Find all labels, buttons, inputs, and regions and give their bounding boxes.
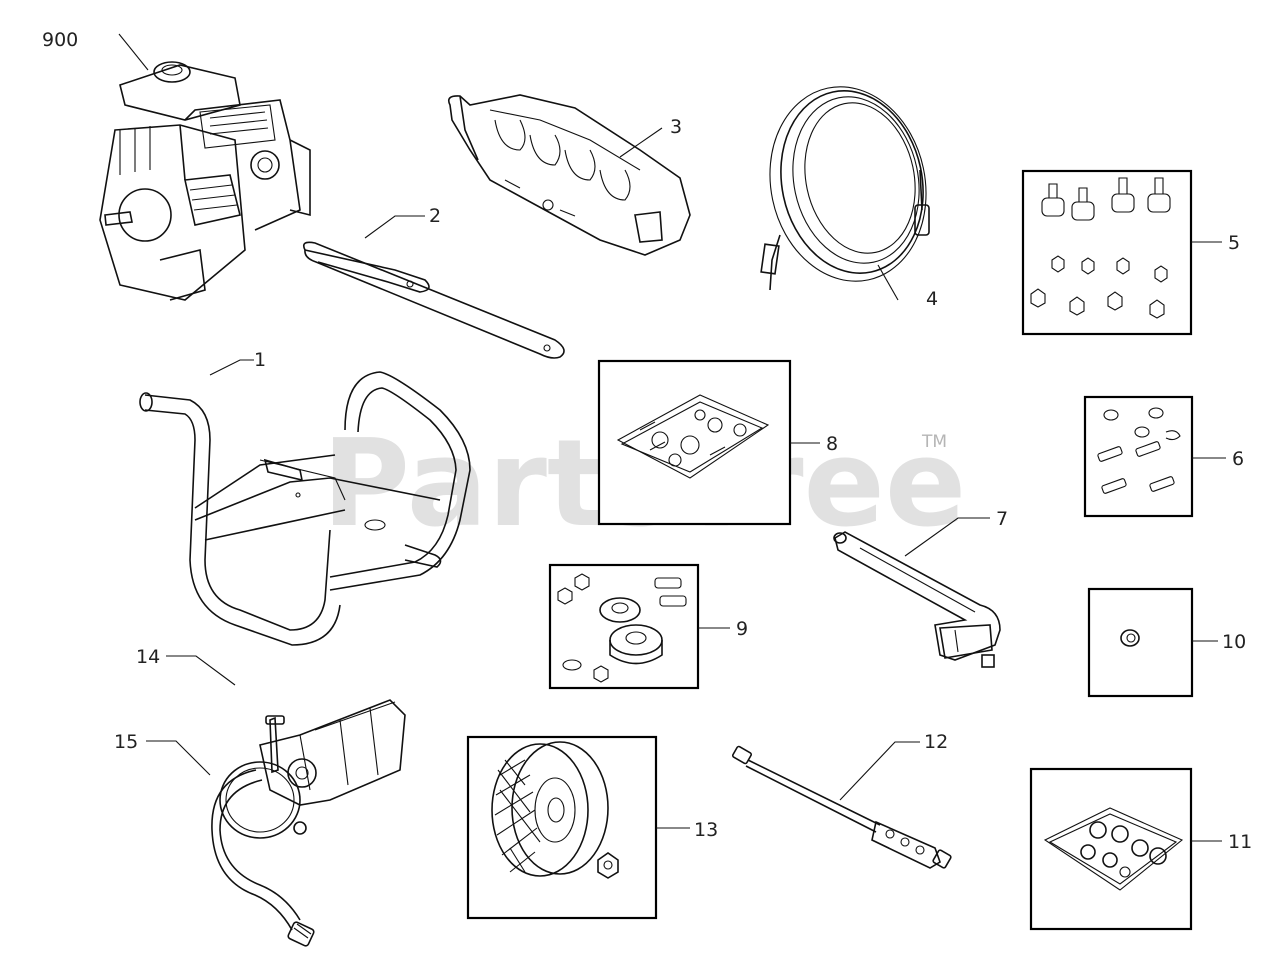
callout-10[interactable]: 10 <box>1222 631 1246 653</box>
callout-13[interactable]: 13 <box>694 819 718 841</box>
callout-1[interactable]: 1 <box>254 349 266 371</box>
callout-11[interactable]: 11 <box>1228 831 1252 853</box>
callout-900[interactable]: 900 <box>42 29 78 51</box>
callout-15[interactable]: 15 <box>114 731 138 753</box>
callout-9[interactable]: 9 <box>736 618 748 640</box>
part-7-spray-gun[interactable] <box>833 531 1001 668</box>
part-2-handle-bar[interactable] <box>302 241 565 359</box>
callout-3[interactable]: 3 <box>670 116 682 138</box>
callout-12[interactable]: 12 <box>924 731 948 753</box>
leader-2 <box>364 215 425 239</box>
part-10-contents <box>1120 629 1140 647</box>
part-3-shroud[interactable] <box>447 94 691 256</box>
part-8-contents <box>616 394 770 479</box>
leader-1 <box>209 359 254 376</box>
leader-900 <box>118 33 149 71</box>
part-900-engine[interactable] <box>99 61 311 301</box>
part-5-kit-box[interactable] <box>1021 169 1193 336</box>
part-6-contents <box>1097 407 1181 494</box>
watermark-trademark: TM <box>921 432 947 452</box>
leader-14 <box>166 655 236 686</box>
leader-3 <box>619 127 663 158</box>
callout-5[interactable]: 5 <box>1228 232 1240 254</box>
leader-4 <box>877 264 899 301</box>
part-13-wheel <box>491 741 619 879</box>
leader-15 <box>146 740 211 776</box>
part-10-kit-box[interactable] <box>1087 587 1194 698</box>
leader-12 <box>839 741 920 801</box>
callout-2[interactable]: 2 <box>429 205 441 227</box>
part-8-kit-box[interactable] <box>597 359 792 526</box>
part-5-fasteners <box>1030 177 1171 319</box>
part-12-wand[interactable] <box>732 745 952 869</box>
part-1-frame[interactable] <box>139 371 471 646</box>
callout-14[interactable]: 14 <box>136 646 160 668</box>
part-13-kit-box[interactable] <box>466 735 658 920</box>
callout-4[interactable]: 4 <box>926 288 938 310</box>
part-11-contents <box>1043 807 1184 891</box>
leader-7 <box>904 517 990 557</box>
callout-8[interactable]: 8 <box>826 433 838 455</box>
part-4-hose[interactable] <box>752 72 943 296</box>
part-15-pump[interactable] <box>211 699 406 947</box>
callout-6[interactable]: 6 <box>1232 448 1244 470</box>
callout-7[interactable]: 7 <box>996 508 1008 530</box>
part-9-contents <box>557 573 687 683</box>
